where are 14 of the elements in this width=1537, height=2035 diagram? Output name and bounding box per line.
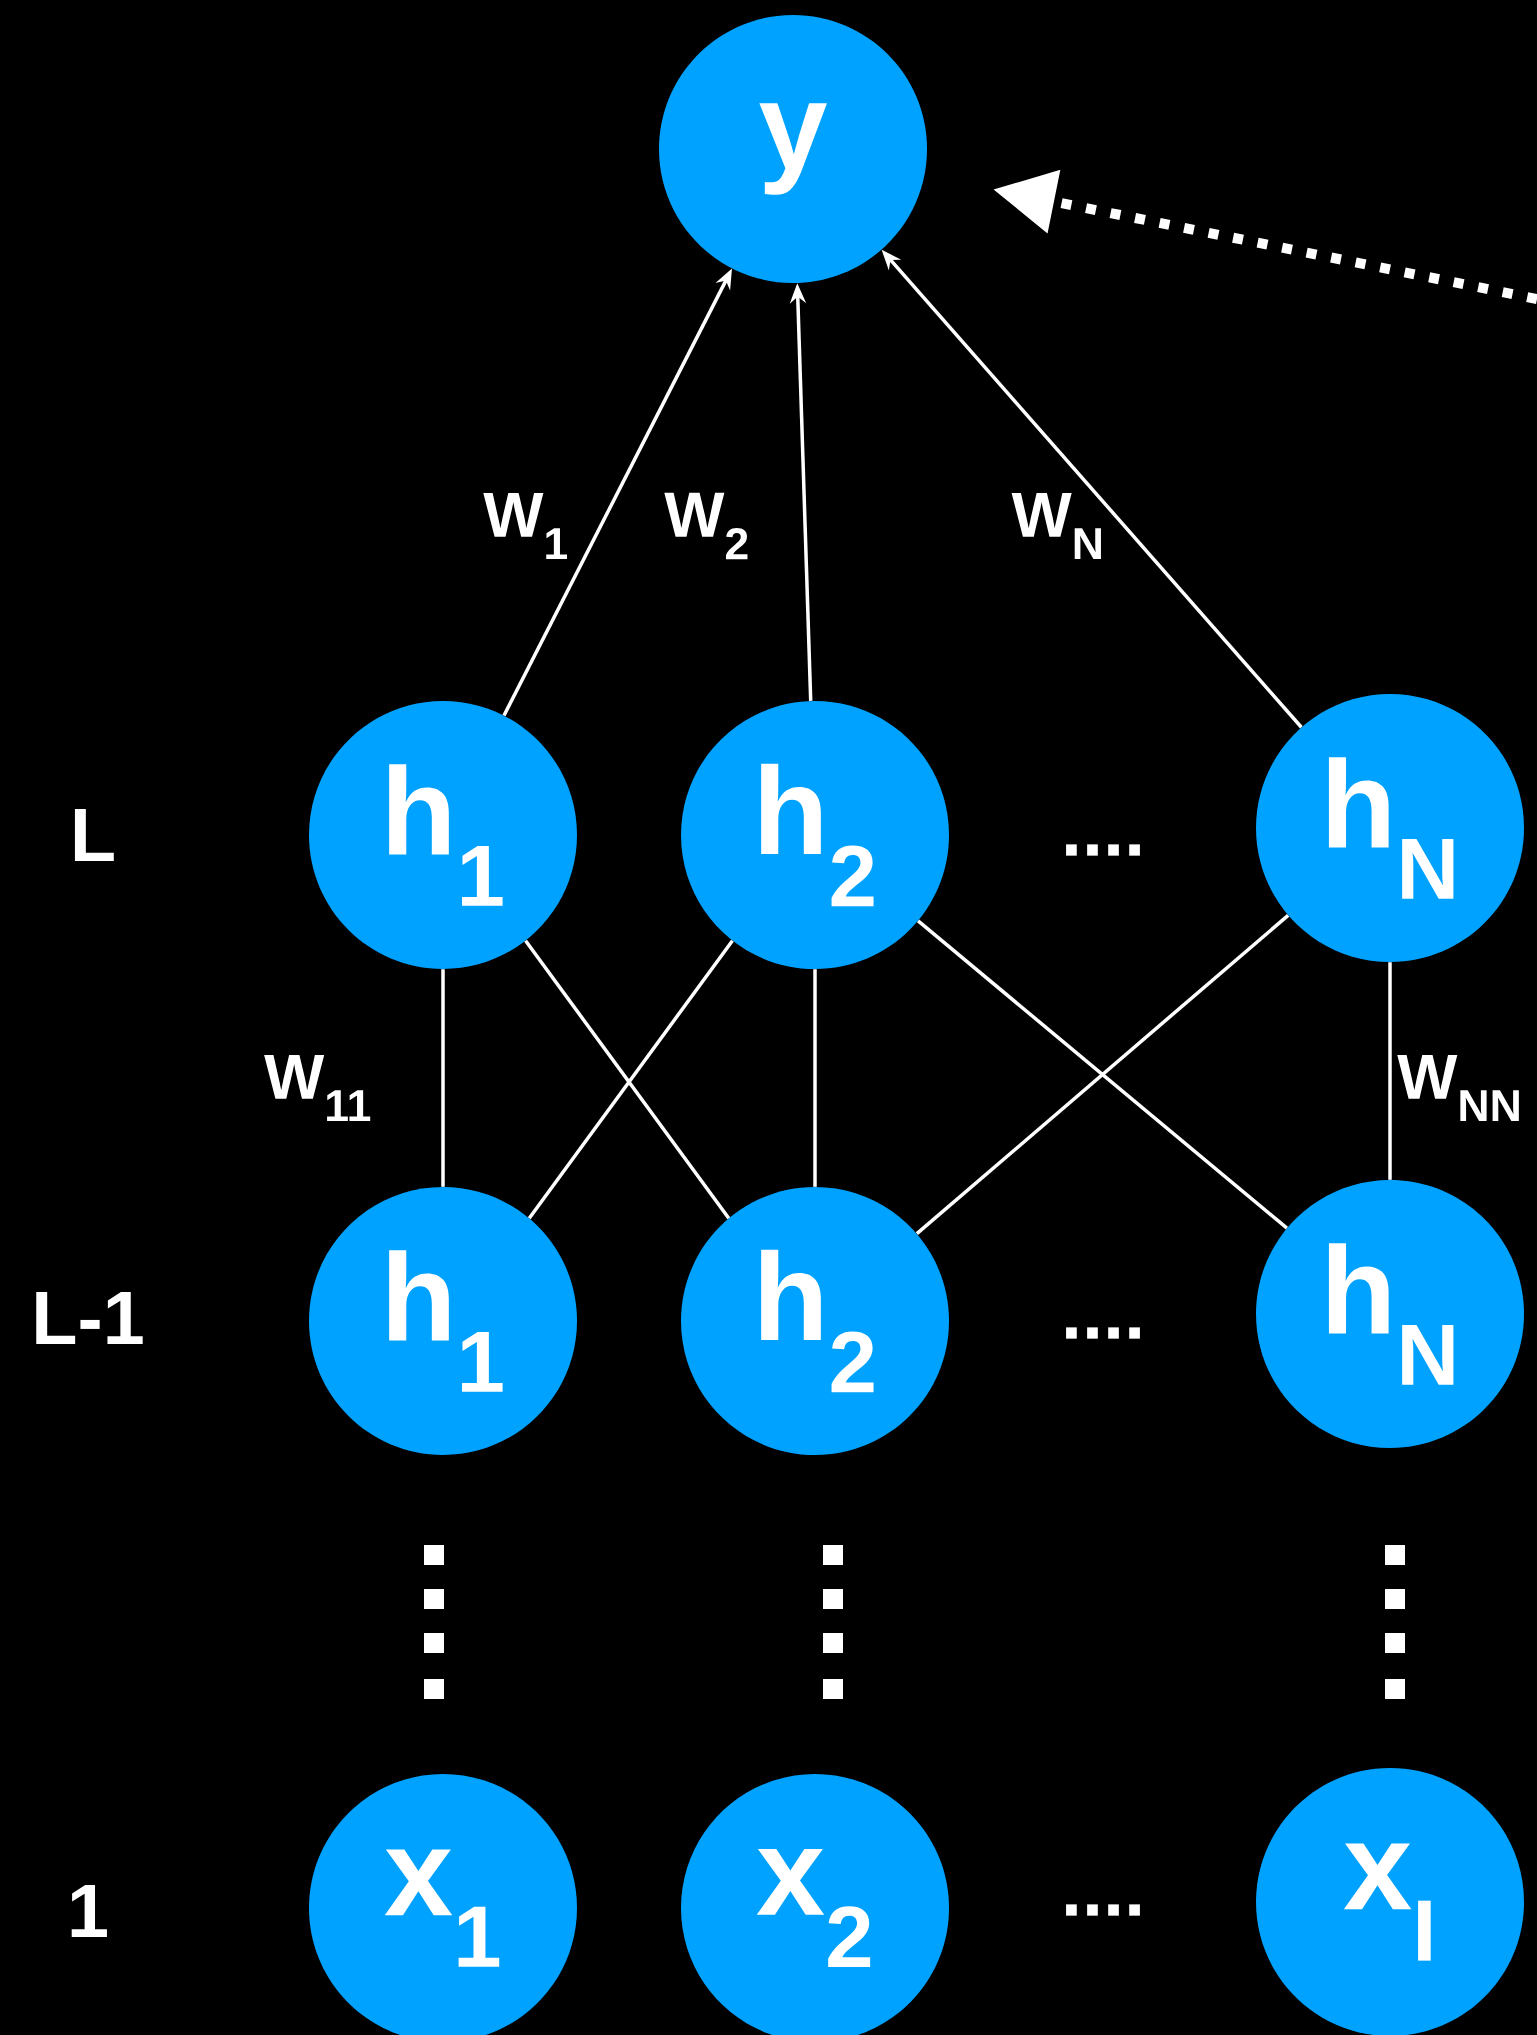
layer-label: 1 [71,1884,107,1938]
edge-label: W$_{2}$ [664,492,748,560]
edge-label: W$_{N}$ [1011,493,1101,560]
layer-label: .... [1066,1904,1140,1916]
edge-label: W$_{1}$ [483,493,567,560]
connection-line [441,969,445,1187]
edge-label: W$_{NN}$ [1397,1055,1519,1122]
layer-label: .... [1066,1327,1140,1339]
connection-line [813,969,817,1187]
connection-line [1388,962,1392,1180]
edge-label: W$_{11}$ [264,1055,371,1122]
layer-label: L [74,808,114,862]
layer-label: .... [1066,844,1140,856]
layer-label: L-1 [36,1291,143,1345]
